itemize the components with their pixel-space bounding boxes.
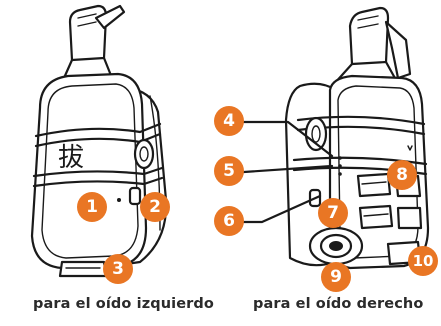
left-earpiece: 拔 [30, 4, 168, 278]
callout-8: 8 [387, 160, 417, 190]
right-side-knob [304, 116, 328, 152]
right-clip [332, 6, 412, 86]
callout-6: 6 [214, 206, 244, 236]
callout-4: 4 [214, 106, 244, 136]
left-bottom-connector [58, 260, 108, 278]
right-front-button-side-2 [396, 206, 423, 230]
callout-7: 7 [318, 198, 348, 228]
left-ear-caption: para el oído izquierdo [33, 296, 214, 312]
right-front-button-bottom [358, 204, 394, 230]
callout-9: 9 [321, 262, 351, 292]
left-side-button [128, 186, 142, 206]
left-led-dot [117, 198, 121, 202]
right-led-dot-1 [338, 156, 342, 160]
callout-2: 2 [140, 192, 170, 222]
left-side-knob [133, 138, 155, 170]
right-led-dot-3 [338, 172, 342, 176]
right-front-button-top [356, 172, 392, 198]
callout-leader-lines [242, 120, 334, 224]
callout-5: 5 [214, 156, 244, 186]
right-ear-caption: para el oído derecho [253, 296, 424, 312]
left-logo-glyph: 拔 [58, 143, 84, 173]
callout-3: 3 [103, 254, 133, 284]
callout-1: 1 [77, 192, 107, 222]
callout-10: 10 [408, 246, 438, 276]
right-led-dot-2 [338, 164, 342, 168]
left-clip [62, 4, 126, 80]
